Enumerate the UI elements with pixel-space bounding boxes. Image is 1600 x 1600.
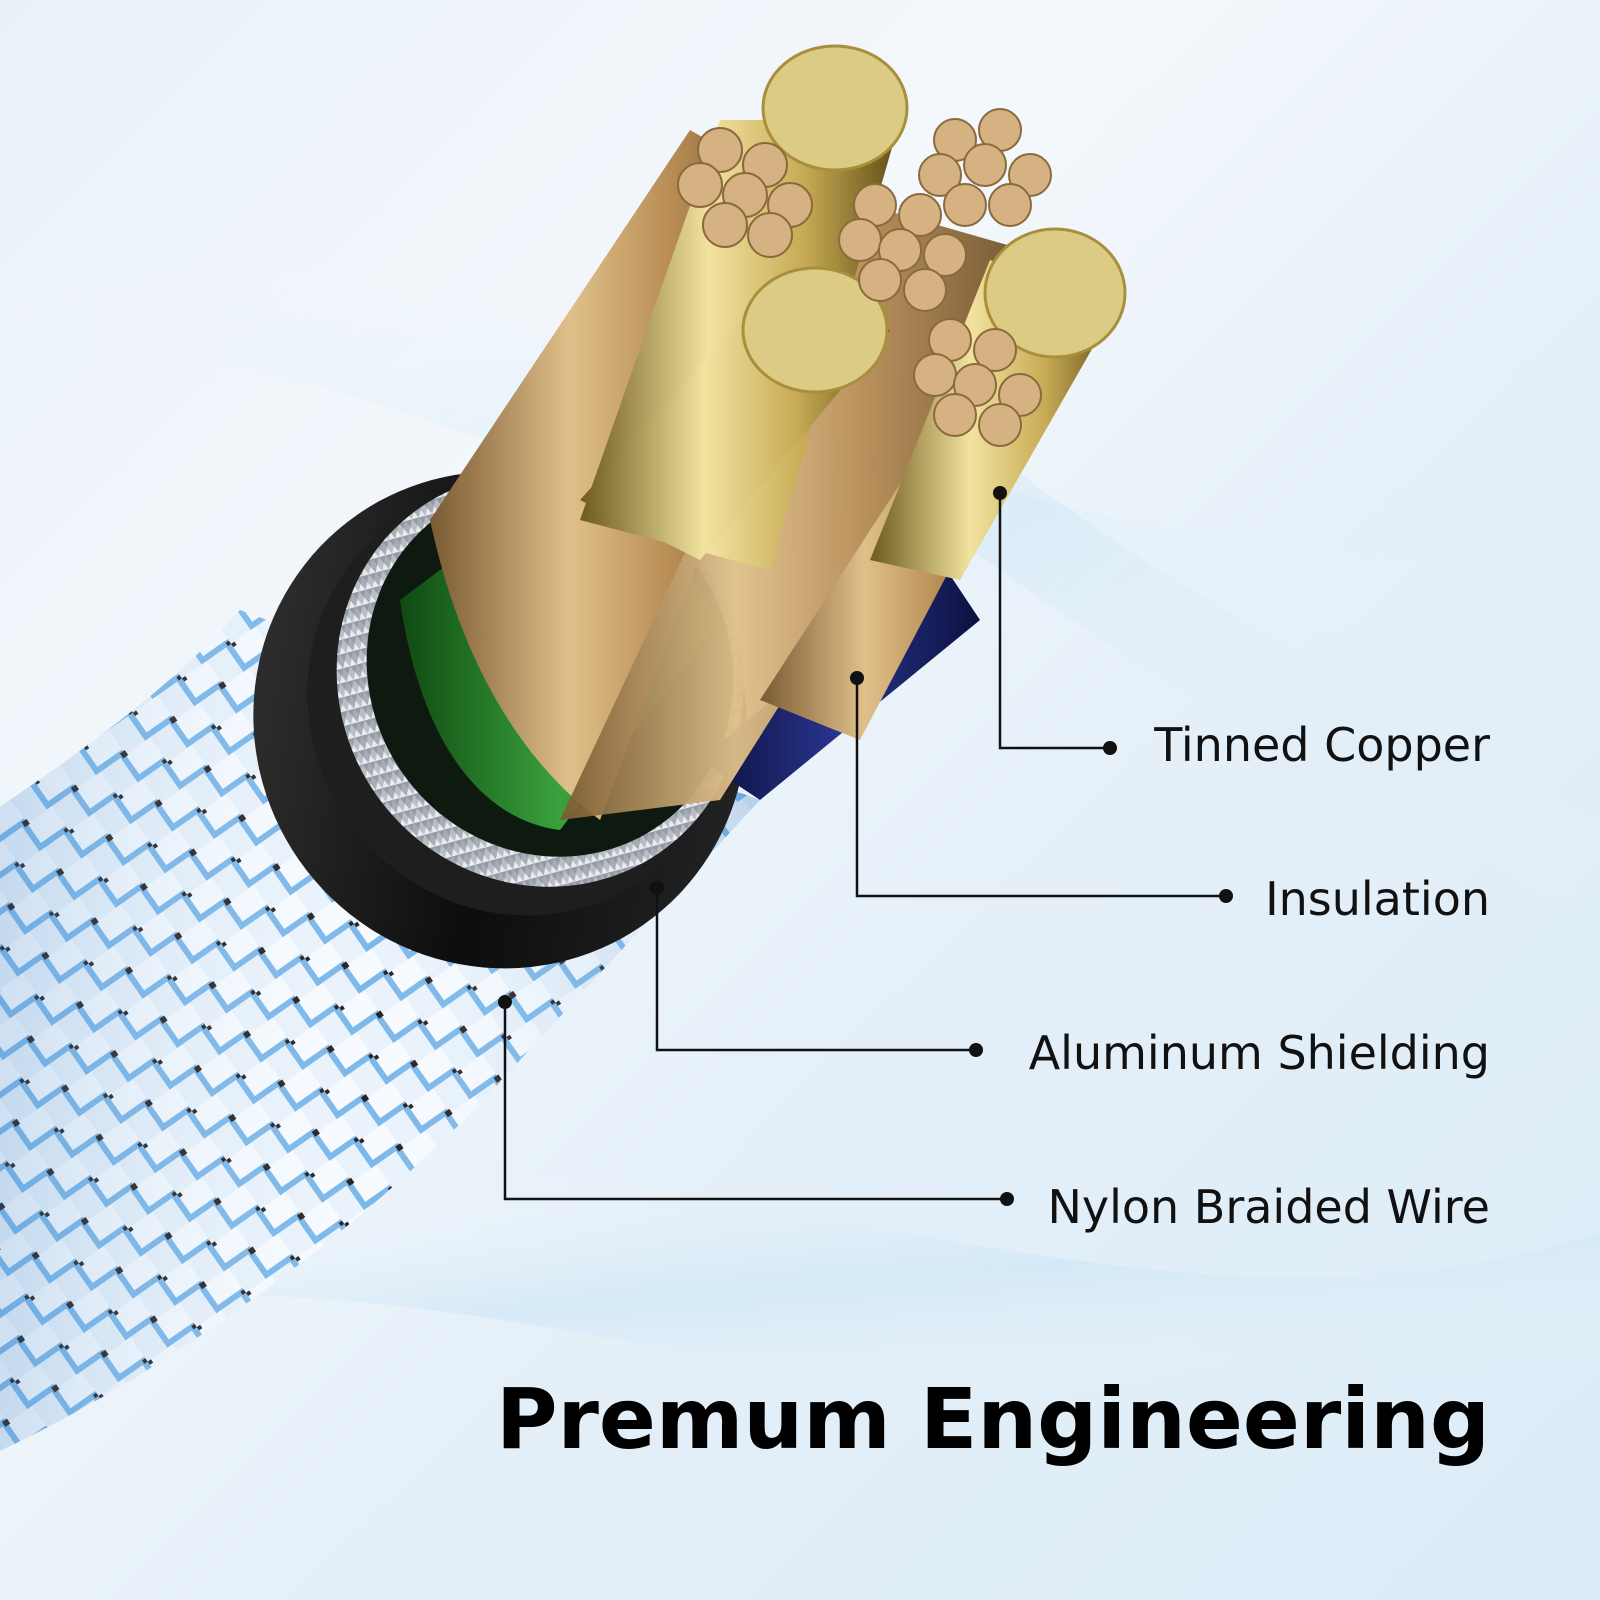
callout-leaders [503, 493, 1226, 1201]
callout-dot-icon [650, 881, 664, 895]
callout-label-tinned-copper: Tinned Copper [1154, 718, 1490, 772]
leader-insulation [855, 678, 1226, 898]
callout-dot-icon [1000, 1192, 1014, 1206]
callout-label-insulation: Insulation [1265, 872, 1490, 926]
callout-dot-icon [850, 671, 864, 685]
leader-shielding [655, 888, 976, 1052]
leader-copper [998, 493, 1110, 750]
page-title: Premum Engineering [495, 1370, 1490, 1468]
callout-label-aluminum-shielding: Aluminum Shielding [1028, 1026, 1490, 1080]
callout-dot-icon [1219, 889, 1233, 903]
callout-dot-icon [1103, 741, 1117, 755]
callout-dots [498, 486, 1233, 1206]
callout-label-nylon-braided-wire: Nylon Braided Wire [1047, 1180, 1490, 1234]
callout-dot-icon [969, 1043, 983, 1057]
leader-braid [503, 1002, 1007, 1201]
callout-dot-icon [993, 486, 1007, 500]
conductor-end-faces [677, 44, 1127, 447]
callout-dot-icon [498, 995, 512, 1009]
